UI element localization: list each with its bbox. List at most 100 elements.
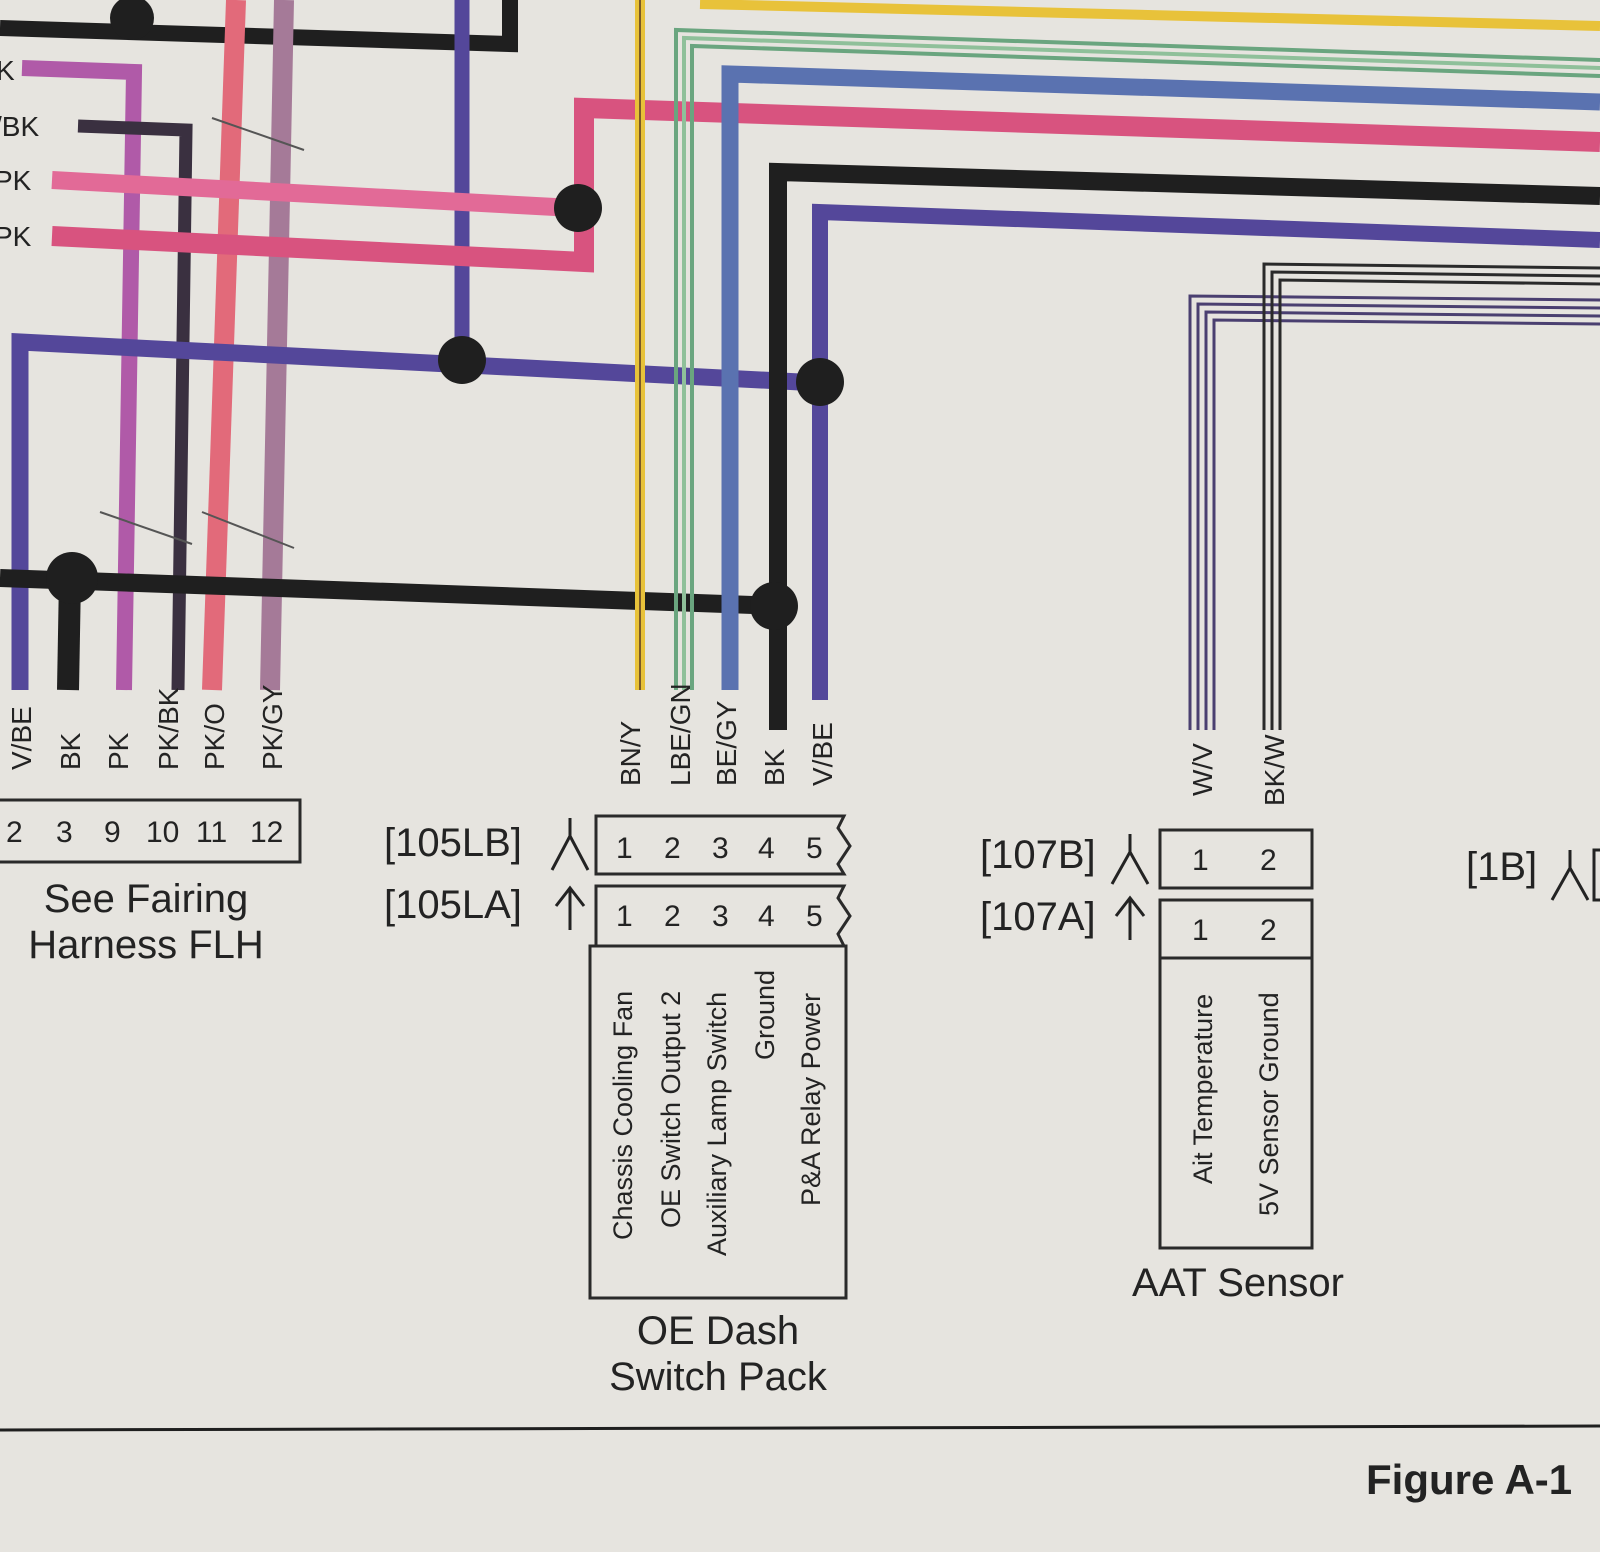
dash-pin-b: 5 — [806, 832, 823, 865]
wire-bkw-b — [1270, 270, 1600, 730]
aat-caption: AAT Sensor — [1132, 1261, 1344, 1305]
fairing-pin: 9 — [104, 816, 121, 849]
aat-function: Ait Temperature — [1188, 994, 1218, 1184]
wire-lbegn-b — [682, 35, 1600, 690]
dash-pin-a: 1 — [616, 900, 633, 933]
dash-function-box — [588, 944, 848, 1300]
connector-box-edge — [1592, 848, 1600, 902]
wire-top-black — [0, 0, 518, 53]
connector-107a: [107A] — [980, 895, 1096, 939]
wire-wv-a — [1188, 294, 1600, 730]
fairing-pin: 11 — [196, 816, 227, 849]
dash-pin-a: 2 — [664, 900, 681, 933]
fairing-wire-label: BK — [55, 732, 86, 770]
wire-black-ground — [0, 569, 781, 615]
wire-yellow-top — [699, 0, 1600, 31]
dash-function: P&A Relay Power — [796, 993, 826, 1206]
left-label-1: /BK — [0, 111, 39, 142]
connector-1b: [1B] — [1466, 845, 1537, 889]
fairing-pin: 10 — [146, 816, 179, 849]
dash-function: Chassis Cooling Fan — [608, 991, 638, 1240]
dash-pin-b: 1 — [616, 832, 633, 865]
figure-label: Figure A-1 — [1366, 1456, 1572, 1503]
left-label-0: K — [0, 55, 15, 86]
dash-caption: OE Dash — [637, 1309, 799, 1353]
wire-lbegn-a — [674, 27, 1600, 690]
dash-caption: Switch Pack — [609, 1355, 828, 1399]
left-label-3: PK — [0, 221, 32, 252]
receptacle-icon — [1110, 834, 1150, 885]
aat-wire-label: W/V — [1187, 743, 1218, 796]
splice-ground-left — [46, 552, 98, 604]
dash-wire-label: V/BE — [807, 722, 838, 786]
splice-vbe-right — [796, 358, 844, 406]
dash-function: OE Switch Output 2 — [656, 991, 686, 1228]
wire-pink-1 — [51, 171, 575, 217]
splices — [46, 0, 844, 630]
fairing-caption: Harness FLH — [28, 923, 264, 967]
top-left-labels: K /BK PK PK — [0, 55, 39, 252]
aat-function: 5V Sensor Ground — [1254, 992, 1284, 1216]
wire-wv-d — [1212, 318, 1600, 730]
dash-wire-label: BE/GY — [711, 700, 742, 786]
wire-magenta — [21, 60, 143, 691]
dash-pin-b: 3 — [712, 832, 729, 865]
twist-marker-mid-1 — [99, 511, 193, 545]
dash-pin-a: 5 — [806, 900, 823, 933]
fairing-pin: 2 — [6, 816, 23, 849]
right-connector: [1B] — [1466, 845, 1600, 902]
aat-function-box — [1158, 956, 1314, 1250]
dash-wire-label: BN/Y — [615, 720, 646, 786]
wire-bkw-a — [1262, 262, 1600, 730]
splice-top — [110, 0, 154, 40]
receptacle-icon — [1550, 850, 1590, 901]
pin-arrow-icon — [554, 885, 586, 930]
receptacle-icon — [550, 818, 590, 871]
fairing-pin: 3 — [56, 816, 73, 849]
splice-pink — [554, 184, 602, 232]
fairing-wire-label: PK/GY — [257, 684, 288, 770]
splice-vbe-left — [438, 336, 486, 384]
fairing-caption: See Fairing — [44, 877, 249, 921]
dash-pin-b: 2 — [664, 832, 681, 865]
wire-pkgy — [260, 0, 294, 691]
left-label-2: PK — [0, 165, 32, 196]
dash-pin-b: 4 — [758, 832, 775, 865]
wire-wv-c — [1204, 310, 1600, 730]
wires — [0, 0, 1600, 730]
wire-vbe-dash — [812, 203, 1600, 700]
wire-begy — [721, 65, 1600, 690]
dash-pin-a: 4 — [758, 900, 775, 933]
twist-marker-mid-2 — [201, 511, 295, 549]
fairing-connector-box — [0, 798, 302, 864]
fairing-wire-label: PK/O — [199, 703, 230, 770]
fairing-wire-label: V/BE — [6, 706, 37, 770]
wire-pkbk — [77, 119, 193, 691]
connector-107b: [107B] — [980, 833, 1096, 877]
pin-arrow-icon — [1114, 895, 1146, 940]
aat-pin-b: 2 — [1260, 844, 1277, 877]
fairing-wire-label: PK — [103, 732, 134, 770]
splice-ground-right — [750, 582, 798, 630]
wire-wv-b — [1196, 302, 1600, 730]
wire-lbegn-c — [690, 43, 1600, 690]
aat-section: W/V BK/W [107B] [107A] 1 2 1 2 Ait Tempe… — [980, 734, 1344, 1305]
aat-connector-b-box — [1158, 828, 1314, 890]
dash-wire-label: LBE/GN — [665, 683, 696, 786]
fairing-section: V/BE BK PK PK/BK PK/O PK/GY 2 3 9 10 11 … — [0, 684, 302, 967]
aat-wire-label: BK/W — [1259, 734, 1290, 806]
aat-pin-b: 1 — [1192, 844, 1209, 877]
fairing-wire-label: PK/BK — [153, 687, 184, 770]
fairing-pin: 12 — [250, 816, 283, 849]
connector-105lb: [105LB] — [384, 821, 522, 865]
wire-bkw-c — [1278, 278, 1600, 730]
wire-bk-dash — [769, 162, 1600, 730]
connector-105la: [105LA] — [384, 883, 522, 927]
twist-marker-top — [211, 117, 305, 151]
aat-pin-a: 2 — [1260, 914, 1277, 947]
oe-dash-section: BN/Y LBE/GN BE/GY BK V/BE [105LB] [105LA… — [384, 683, 852, 1399]
dash-wire-label: BK — [759, 748, 790, 786]
dash-pin-a: 3 — [712, 900, 729, 933]
